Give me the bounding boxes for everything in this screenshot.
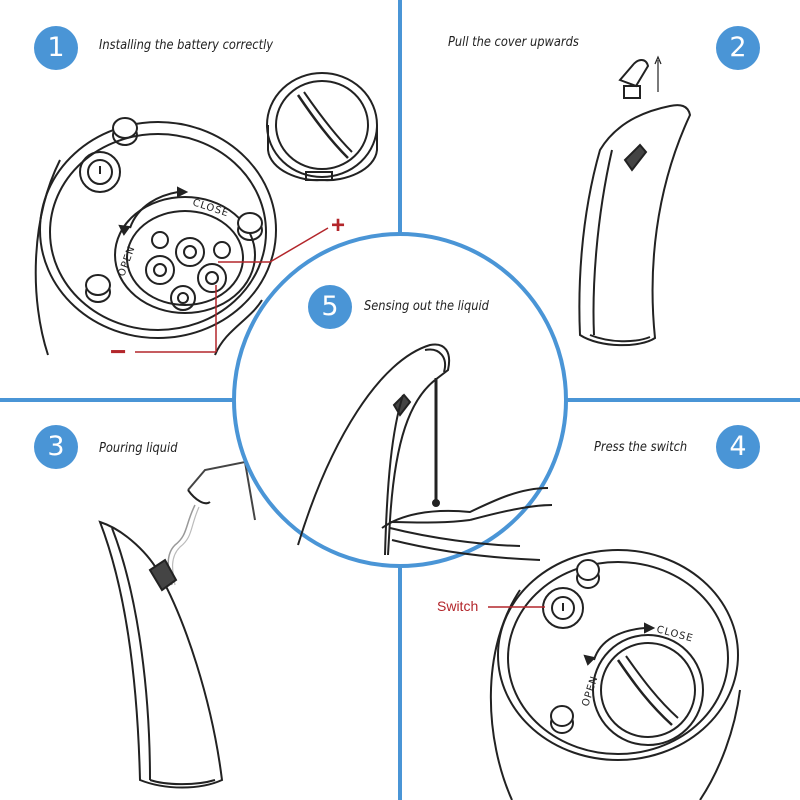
step-5-caption: Sensing out the liquid: [364, 299, 489, 314]
step-4-badge: 4: [716, 425, 760, 469]
polarity-callouts: [135, 227, 329, 353]
pouring-illustration: [98, 460, 256, 789]
step-1-caption: Installing the battery correctly: [99, 38, 274, 53]
sensing-illustration: [297, 343, 553, 561]
pull-cover-illustration: [578, 55, 692, 347]
step-3-caption: Pouring liquid: [99, 441, 178, 456]
step-4-caption: Press the switch: [594, 440, 688, 455]
open-label-2: OPEN: [580, 674, 600, 708]
open-label: OPEN: [116, 244, 137, 278]
step-2-caption: Pull the cover upwards: [448, 35, 579, 50]
switch-illustration: [489, 549, 741, 800]
step-5-badge: 5: [308, 285, 352, 329]
switch-label: Switch: [437, 598, 479, 614]
step-1-badge: 1: [34, 26, 78, 70]
minus-sign: −: [110, 336, 126, 367]
battery-compartment-illustration: [34, 72, 378, 356]
step-2-badge: 2: [716, 26, 760, 70]
step-3-badge: 3: [34, 425, 78, 469]
plus-sign: +: [331, 212, 345, 239]
